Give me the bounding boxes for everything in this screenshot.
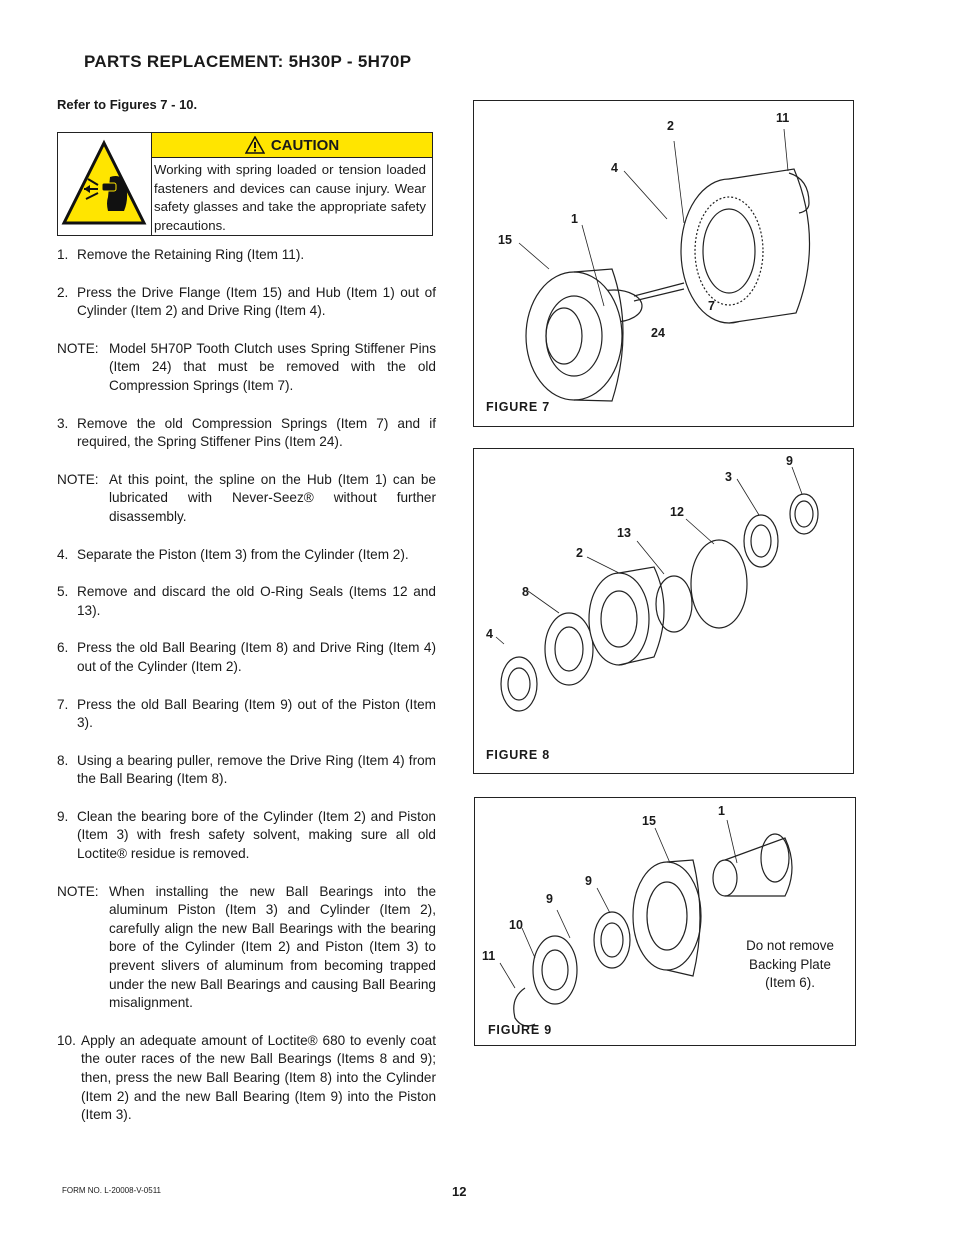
callout-24: 24: [651, 326, 665, 340]
step-text: Clean the bearing bore of the Cylinder (…: [77, 808, 436, 862]
callout-1: 1: [571, 212, 578, 226]
note-text: Model 5H70P Tooth Clutch uses Spring Sti…: [109, 340, 436, 393]
note-item: NOTE: At this point, the spline on the Hu…: [57, 471, 436, 527]
form-number: FORM NO. L-20008-V-0511: [62, 1186, 162, 1195]
safety-glasses-icon: [61, 139, 147, 225]
step-number: 9.: [57, 808, 69, 824]
step-text: Press the old Ball Bearing (Item 9) out …: [77, 696, 436, 731]
step-item: 8. Using a bearing puller, remove the Dri…: [57, 752, 436, 789]
note-label: NOTE:: [57, 340, 99, 356]
caution-icon-cell: [58, 133, 152, 235]
figure-9-note: Do not remove Backing Plate (Item 6).: [746, 938, 834, 991]
warning-triangle-icon: [244, 136, 265, 154]
callout-9-b: 9: [546, 892, 553, 906]
caution-label: CAUTION: [270, 136, 340, 154]
note-text: At this point, the spline on the Hub (It…: [109, 471, 436, 524]
step-number: 2.: [57, 284, 69, 300]
step-item: 2. Press the Drive Flange (Item 15) and H…: [57, 284, 436, 321]
step-item: 7. Press the old Ball Bearing (Item 9) ou…: [57, 696, 436, 733]
figure-8: 9 3 12 13 2 8 4 FIGURE 8: [473, 448, 854, 774]
callout-2: 2: [667, 119, 674, 133]
note-label: NOTE:: [57, 471, 99, 487]
step-number: 1.: [57, 247, 69, 262]
figure-7-drawing: [518, 128, 811, 402]
callout-13: 13: [617, 526, 631, 540]
note-item: NOTE: When installing the new Ball Bearin…: [57, 883, 436, 1013]
step-text: Remove and discard the old O-Ring Seals …: [77, 584, 436, 618]
note-label: NOTE:: [57, 883, 99, 899]
step-text: Press the old Ball Bearing (Item 8) and …: [77, 640, 436, 674]
figure-8-drawing: [495, 466, 819, 712]
step-number: 4.: [57, 546, 69, 562]
step-item: 10. Apply an adequate amount of Loctite® …: [57, 1032, 436, 1125]
callout-15: 15: [642, 814, 656, 828]
callout-4: 4: [611, 161, 618, 175]
note-item: NOTE: Model 5H70P Tooth Clutch uses Sprin…: [57, 340, 436, 396]
step-number: 7.: [57, 696, 69, 712]
page-title: PARTS REPLACEMENT: 5H30P - 5H70P: [84, 52, 412, 71]
step-text: Apply an adequate amount of Loctite® 680…: [81, 1032, 436, 1123]
figure-9-label: FIGURE 9: [488, 1023, 553, 1037]
caution-box: CAUTION Working with spring loaded or te…: [57, 132, 433, 236]
callout-7: 7: [708, 299, 715, 313]
refer-text: Refer to Figures 7 - 10.: [57, 97, 198, 112]
step-number: 8.: [57, 752, 69, 768]
step-text: Separate the Piston (Item 3) from the Cy…: [77, 546, 409, 562]
figure-9-drawing: [499, 819, 793, 1027]
callout-2: 2: [576, 546, 583, 560]
step-number: 5.: [57, 584, 69, 600]
step-number: 10.: [57, 1032, 76, 1048]
figure-8-label: FIGURE 8: [486, 748, 551, 762]
step-item: 3. Remove the old Compression Springs (It…: [57, 415, 436, 452]
figure-9: 1 15 9 9 10 11 Do not remove Backing Pla…: [474, 797, 856, 1046]
instructions-list: 1. Remove the Retaining Ring (Item 11). 2.…: [57, 246, 436, 1144]
callout-11: 11: [776, 111, 790, 125]
caution-text: Working with spring loaded or tension lo…: [154, 162, 426, 233]
step-item: 1. Remove the Retaining Ring (Item 11).: [57, 246, 436, 265]
callout-11: 11: [482, 949, 496, 963]
callout-12: 12: [670, 505, 684, 519]
step-item: 5. Remove and discard the old O-Ring Seal…: [57, 583, 436, 620]
figure-7-label: FIGURE 7: [486, 400, 551, 414]
callout-9: 9: [786, 454, 793, 468]
step-item: 9. Clean the bearing bore of the Cylinder…: [57, 808, 436, 864]
step-item: 4. Separate the Piston (Item 3) from the …: [57, 546, 436, 565]
callout-15: 15: [498, 233, 512, 247]
step-text: Remove the old Compression Springs (Item…: [77, 415, 436, 450]
step-item: 6. Press the old Ball Bearing (Item 8) an…: [57, 639, 436, 676]
note-text: When installing the new Ball Bearings in…: [109, 883, 436, 1011]
step-number: 6.: [57, 640, 69, 656]
callout-8: 8: [522, 585, 529, 599]
callout-9-a: 9: [585, 874, 592, 888]
callout-10: 10: [509, 918, 523, 932]
page-number: 12: [452, 1184, 467, 1199]
step-text: Using a bearing puller, remove the Drive…: [77, 752, 436, 787]
step-text: Press the Drive Flange (Item 15) and Hub…: [77, 284, 436, 319]
callout-4: 4: [486, 627, 493, 641]
figure-7: 2 11 4 1 15 7 24 FIGURE 7: [473, 100, 854, 427]
caution-header: CAUTION: [152, 133, 432, 158]
callout-3: 3: [725, 470, 732, 484]
callout-1: 1: [718, 804, 725, 818]
step-text: Remove the Retaining Ring (Item 11).: [77, 247, 305, 262]
step-number: 3.: [57, 415, 69, 431]
